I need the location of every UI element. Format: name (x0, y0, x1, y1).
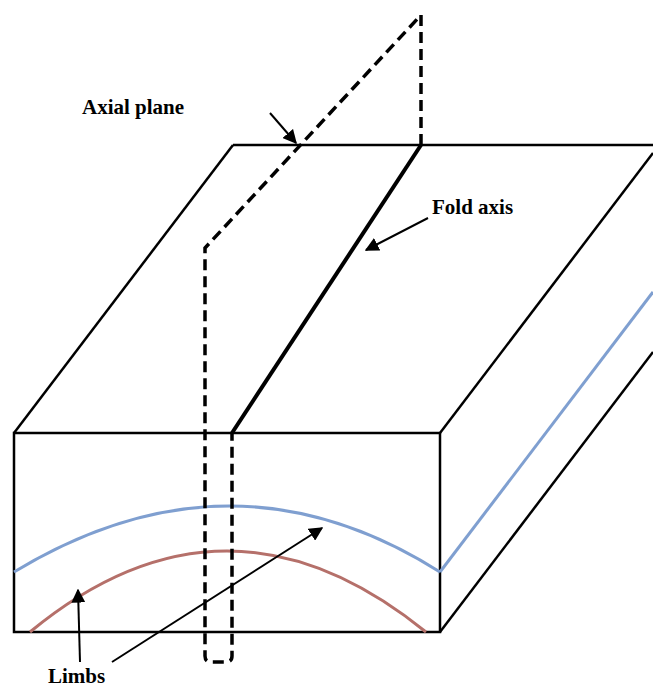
axial-plane (205, 15, 421, 662)
leader-arrow (78, 590, 80, 662)
part-label: Limbs (48, 665, 105, 688)
block-outline (14, 145, 653, 632)
lower-layer (30, 551, 426, 632)
top-left-edge (14, 145, 233, 433)
part-label: Axial plane (82, 96, 184, 119)
leader-arrow (270, 113, 296, 143)
upper-layer-side (440, 292, 653, 572)
top-right-edge (440, 153, 653, 433)
top-back-edge (233, 144, 653, 147)
leader-lines (78, 113, 428, 662)
leader-arrow (366, 218, 428, 250)
part-label: Fold axis (432, 196, 513, 219)
axial-plane-outline (205, 15, 421, 662)
leader-arrow (112, 528, 322, 662)
bottom-right-edge (440, 352, 653, 632)
upper-layer (14, 506, 440, 572)
